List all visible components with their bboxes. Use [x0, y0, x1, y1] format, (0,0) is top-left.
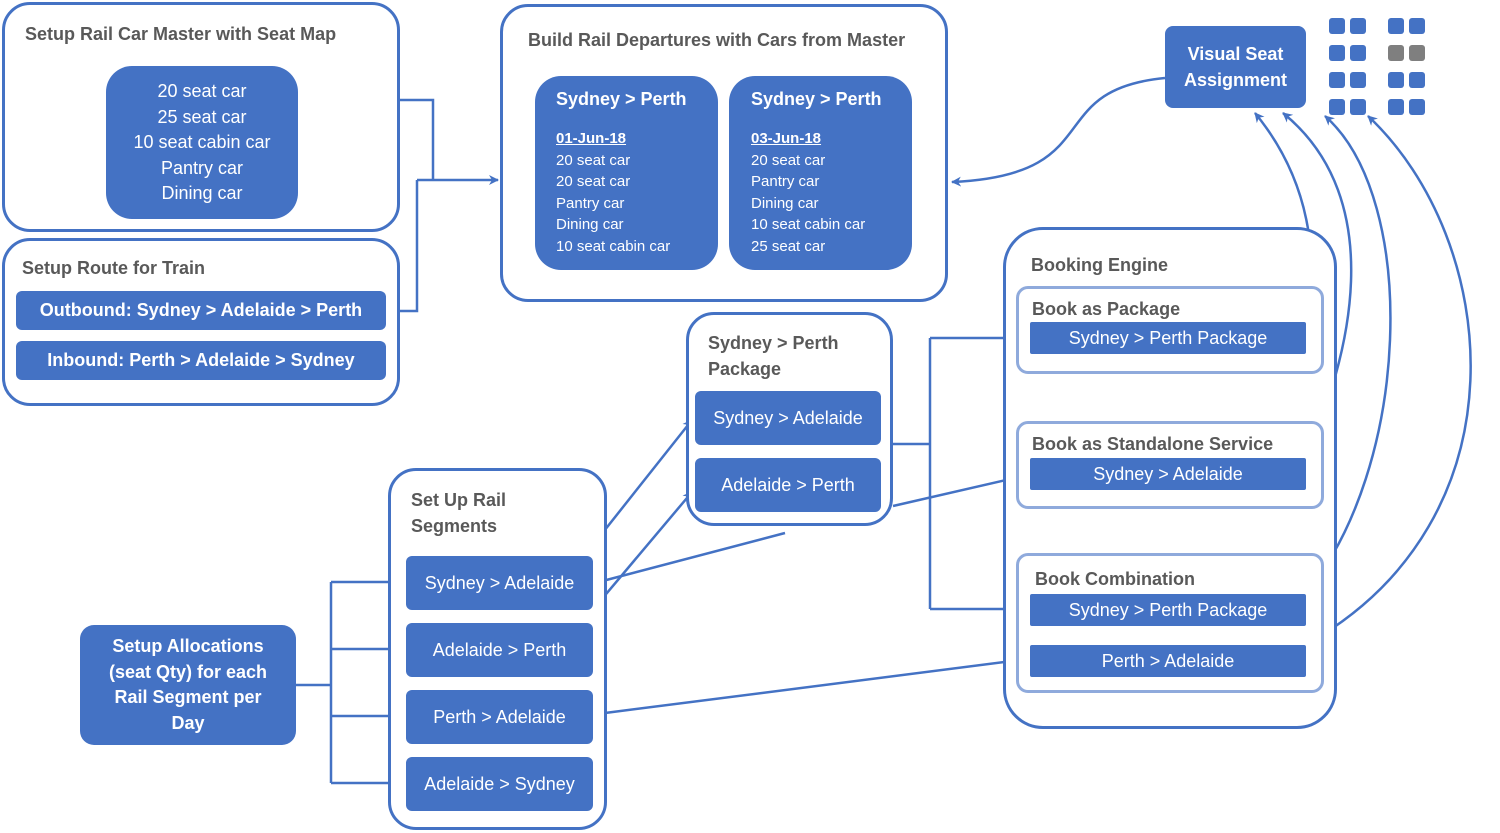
departure-car: Dining car — [556, 216, 624, 233]
departure-car: Pantry car — [556, 194, 625, 212]
segment-button[interactable]: Perth > Adelaide — [406, 690, 593, 744]
combination-return-to-seat-arrow — [1304, 115, 1472, 647]
seat-to-departures-arrow — [951, 76, 1166, 187]
book-combination-return-button[interactable]: Perth > Adelaide — [1030, 645, 1306, 677]
departure-card[interactable]: Sydney > Perth 01-Jun-18 20 seat car 20 … — [535, 76, 718, 270]
combination-package-to-seat-arrow — [1304, 115, 1392, 595]
departure-car: 20 seat car — [556, 151, 631, 169]
departure-route: Sydney > Perth — [751, 89, 882, 109]
departures-title: Build Rail Departures with Cars from Mas… — [528, 30, 906, 50]
departures-panel: Build Rail Departures with Cars from Mas… — [500, 4, 948, 302]
car-list-box[interactable]: 20 seat car 25 seat car 10 seat cabin ca… — [106, 66, 298, 219]
rail-car-master-panel: Setup Rail Car Master with Seat Map 20 s… — [2, 2, 400, 232]
seat-icon — [1350, 99, 1366, 115]
seat-occupied-icon — [1388, 45, 1404, 61]
package-title: Sydney > Perth Package — [708, 333, 839, 379]
departure-date: 01-Jun-18 — [556, 130, 627, 147]
seat-icon — [1329, 72, 1345, 88]
segment-button[interactable]: Sydney > Adelaide — [406, 556, 593, 610]
inbound-route-button[interactable]: Inbound: Perth > Adelaide > Sydney — [16, 341, 386, 380]
departure-car: Pantry car — [751, 173, 820, 190]
seat-icon — [1329, 18, 1345, 34]
segment-button[interactable]: Adelaide > Perth — [406, 623, 593, 677]
allocations-button[interactable]: Setup Allocations (seat Qty) for each Ra… — [80, 625, 296, 745]
departure-car: Dining car — [751, 194, 819, 212]
segment-button[interactable]: Adelaide > Sydney — [406, 757, 593, 811]
seat-icon — [1329, 45, 1345, 61]
route-title: Setup Route for Train — [22, 258, 206, 278]
rail-car-master-title: Setup Rail Car Master with Seat Map — [25, 24, 337, 44]
book-standalone-title: Book as Standalone Service — [1032, 434, 1274, 454]
departure-card[interactable]: Sydney > Perth 03-Jun-18 20 seat car Pan… — [729, 76, 912, 270]
seat-icon — [1409, 99, 1425, 115]
departure-car: 20 seat car — [556, 173, 631, 190]
seat-occupied-icon — [1409, 45, 1425, 61]
package-panel: Sydney > Perth Package Sydney > Adelaide… — [686, 312, 893, 526]
car-item: Dining car — [161, 183, 243, 203]
route-panel: Setup Route for Train Outbound: Sydney >… — [2, 238, 400, 406]
visual-seat-assignment-button[interactable]: Visual Seat Assignment — [1165, 26, 1306, 108]
departure-route: Sydney > Perth — [556, 89, 687, 109]
book-package-button[interactable]: Sydney > Perth Package — [1030, 322, 1306, 354]
book-combination-title: Book Combination — [1035, 569, 1195, 589]
book-combination-group — [1016, 553, 1324, 693]
package-segment-button[interactable]: Adelaide > Perth — [695, 458, 881, 512]
departure-date: 03-Jun-18 — [751, 130, 822, 147]
departure-car: 20 seat car — [751, 151, 826, 169]
seat-icon — [1388, 72, 1404, 88]
booking-engine-title: Booking Engine — [1031, 255, 1168, 275]
departure-car: 10 seat cabin car — [556, 237, 671, 255]
departure-car: 25 seat car — [751, 237, 826, 255]
segments-panel: Set Up Rail Segments Sydney > Adelaide A… — [388, 468, 607, 830]
car-item: 20 seat car — [157, 81, 247, 101]
seat-icon — [1350, 45, 1366, 61]
book-standalone-button[interactable]: Sydney > Adelaide — [1030, 458, 1306, 490]
seat-icon — [1388, 18, 1404, 34]
seat-icon — [1350, 72, 1366, 88]
outbound-route-button[interactable]: Outbound: Sydney > Adelaide > Perth — [16, 291, 386, 330]
car-item: Pantry car — [160, 157, 244, 178]
departure-car: 10 seat cabin car — [751, 216, 866, 233]
seat-icon — [1409, 72, 1425, 88]
book-combination-package-button[interactable]: Sydney > Perth Package — [1030, 594, 1306, 626]
master-connector — [398, 98, 435, 180]
seat-icon — [1350, 18, 1366, 34]
seat-icon — [1409, 18, 1425, 34]
seat-icon — [1329, 99, 1345, 115]
book-package-group — [1016, 286, 1324, 374]
package-segment-button[interactable]: Sydney > Adelaide — [695, 391, 881, 445]
car-item: 25 seat car — [157, 106, 247, 127]
segments-title: Set Up Rail Segments — [411, 490, 507, 536]
book-standalone-group — [1016, 421, 1324, 509]
car-item: 10 seat cabin car — [133, 132, 271, 152]
seat-icon — [1388, 99, 1404, 115]
book-package-title: Book as Package — [1032, 299, 1181, 319]
